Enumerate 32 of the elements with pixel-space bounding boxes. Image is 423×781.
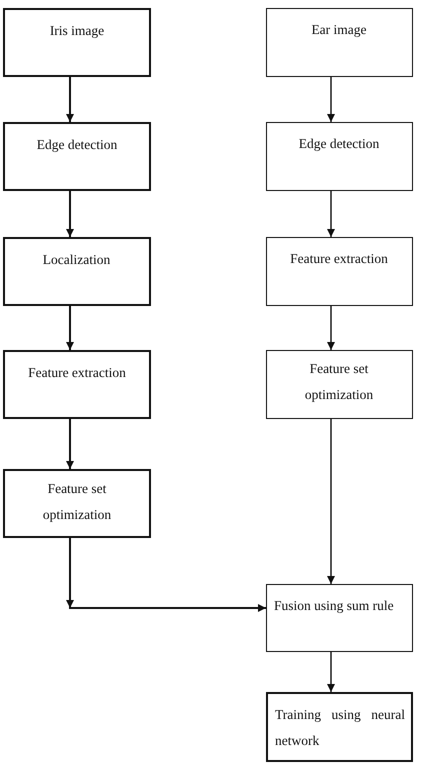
process-box <box>266 122 413 191</box>
step-label: Feature extraction <box>27 364 127 382</box>
process-box <box>3 8 151 77</box>
arrow <box>66 306 74 350</box>
step-label: Feature extraction <box>289 250 389 268</box>
process-box <box>266 692 413 762</box>
arrow <box>327 652 335 692</box>
process-box <box>3 122 151 191</box>
step-label: Ear image <box>310 21 368 39</box>
process-box <box>266 350 413 419</box>
process-box <box>266 584 413 652</box>
step-label: Iris image <box>48 22 106 40</box>
arrow <box>327 191 335 237</box>
step-label: Localization <box>42 251 112 269</box>
process-box <box>3 469 151 538</box>
process-box <box>3 237 151 306</box>
process-box <box>3 350 151 419</box>
arrow <box>327 77 335 122</box>
process-box <box>266 237 413 306</box>
step-label: Feature set optimization <box>304 360 374 404</box>
arrow <box>66 538 266 612</box>
arrow <box>327 419 335 584</box>
step-label: Edge detection <box>36 136 118 154</box>
arrow <box>66 77 74 122</box>
step-label: Training using neural network <box>275 706 405 750</box>
step-label: Edge detection <box>298 135 380 153</box>
process-box <box>266 8 413 77</box>
step-label: Fusion using sum rule <box>274 597 395 615</box>
arrow <box>66 419 74 469</box>
arrow <box>66 191 74 237</box>
step-label: Feature set optimization <box>42 480 112 524</box>
arrow <box>327 306 335 350</box>
